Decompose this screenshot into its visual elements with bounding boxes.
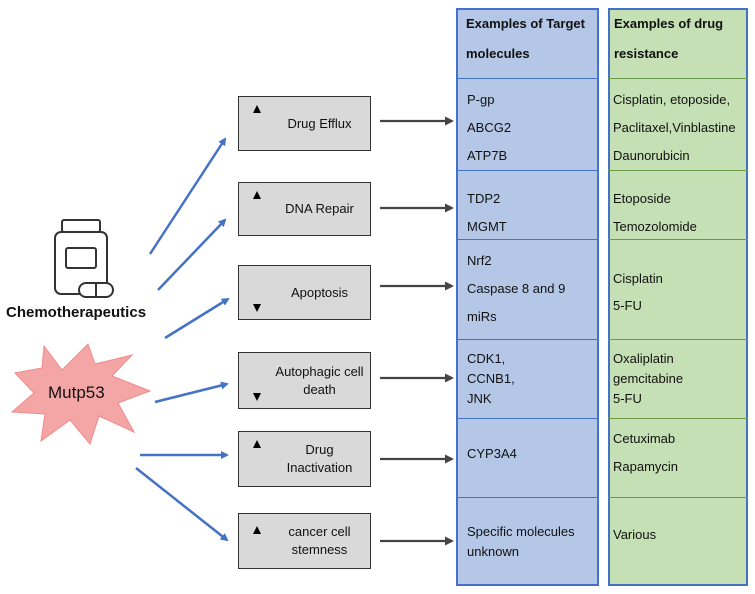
row-divider [456,170,599,171]
mutp53-label: Mutp53 [48,383,105,402]
mutp53-starburst [10,343,152,446]
target-cell: CCNB1, [467,371,515,386]
target-cell: ABCG2 [467,120,512,135]
resistance-cell: Cisplatin, etoposide, [613,92,731,107]
capsule-icon [78,282,114,298]
resistance-cell: gemcitabine [613,371,684,386]
pill-bottle-icon [54,219,108,295]
mechanism-label: cancer cell stemness [288,524,351,557]
resistance-cell: Cisplatin [613,271,663,286]
row-divider [456,497,599,498]
mechanism-drug-inactivation: Drug Inactivation [238,431,371,487]
mechanism-label: Apoptosis [290,284,349,300]
mutp53-to-autophagy-arrow [154,381,229,404]
target-header-line-2: molecules [466,46,530,61]
target-cell: miRs [467,309,497,324]
resistance-cell: 5-FU [613,298,642,313]
chemotherapeutics-label: Chemotherapeutics [6,304,147,321]
target-cell: ATP7B [467,148,508,163]
mechanism-autophagic-cell-death: Autophagic cell death [238,352,371,409]
row-divider [608,497,748,498]
mutp53-to-stemness-arrow [135,467,229,542]
target-cell: unknown [467,544,520,559]
row-divider [608,339,748,340]
row-divider [608,170,748,171]
resistance-cell: Temozolomide [613,219,697,234]
resistance-cell: Etoposide [613,191,671,206]
row-divider [456,339,599,340]
up-arrow-icon [239,432,275,486]
resistance-cell: Various [613,527,657,542]
target-header-line-1: Examples of Target [466,16,585,31]
target-molecules-column [456,8,599,586]
resistance-header-line-1: Examples of drug [614,16,724,31]
mechanism-label: Drug Efflux [287,115,352,131]
row-divider [608,418,748,419]
target-cell: Caspase 8 and 9 [467,281,566,296]
target-cell: TDP2 [467,191,501,206]
up-arrow-icon [239,514,275,568]
mechanism-drug-efflux: Drug Efflux [238,96,371,151]
row-divider [456,418,599,419]
up-arrow-icon [239,97,275,150]
resistance-cell: Daunorubicin [613,148,690,163]
target-cell: Specific molecules [467,524,575,539]
resistance-cell: 5-FU [613,391,642,406]
target-cell: JNK [467,391,492,406]
row-divider [608,78,748,79]
target-cell: Nrf2 [467,253,492,268]
mechanism-cancer-cell-stemness: cancer cell stemness [238,513,371,569]
mechanism-dna-repair: DNA Repair [238,182,371,236]
target-cell: CYP3A4 [467,446,517,461]
row-divider [608,239,748,240]
drug-resistance-column [608,8,748,586]
down-arrow-icon [239,353,275,408]
row-divider [456,78,599,79]
mechanism-label: Autophagic cell death [275,363,364,397]
resistance-cell: Oxaliplatin [613,351,674,366]
target-cell: MGMT [467,219,507,234]
chemo-to-apoptosis-arrow [164,297,230,340]
resistance-cell: Rapamycin [613,459,679,474]
mechanism-apoptosis: Apoptosis [238,265,371,320]
chemo-to-drug-efflux-arrow [148,137,227,255]
resistance-cell: Cetuximab [613,431,676,446]
resistance-cell: Paclitaxel,Vinblastine [613,120,736,135]
mechanism-label: DNA Repair [285,201,354,216]
row-divider [456,239,599,240]
target-cell: P-gp [467,92,495,107]
target-cell: CDK1, [467,351,506,366]
resistance-header-line-2: resistance [614,46,679,61]
down-arrow-icon [239,266,275,319]
up-arrow-icon [239,183,275,235]
chemo-to-dna-repair-arrow [157,218,227,291]
mechanism-label: Drug Inactivation [286,442,353,475]
